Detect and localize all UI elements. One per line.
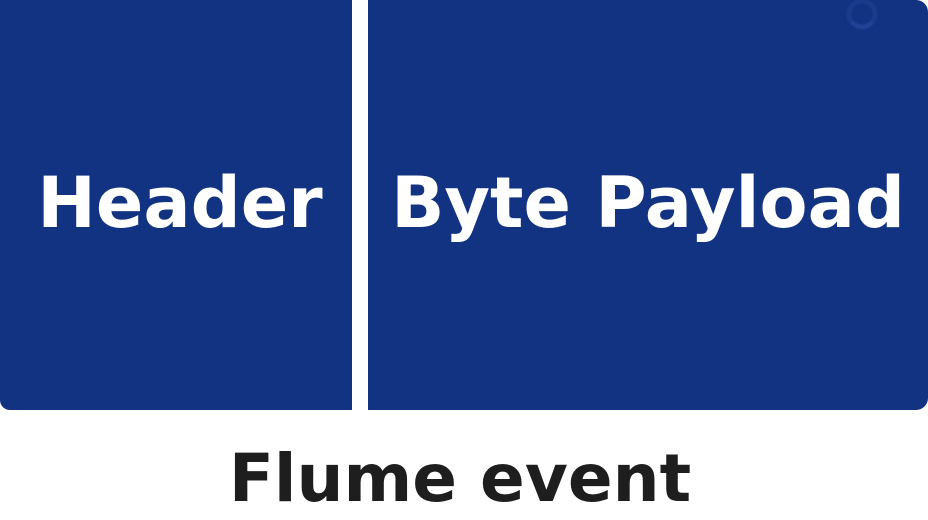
byte-payload-label: Byte Payload: [391, 162, 905, 244]
watermark-logo-icon: [846, 0, 878, 30]
header-block: Header: [0, 0, 352, 410]
caption-text: Flume event: [228, 439, 692, 517]
byte-payload-block: Byte Payload: [368, 0, 928, 410]
header-label: Header: [37, 162, 323, 244]
diagram-caption: Flume event: [0, 436, 928, 520]
